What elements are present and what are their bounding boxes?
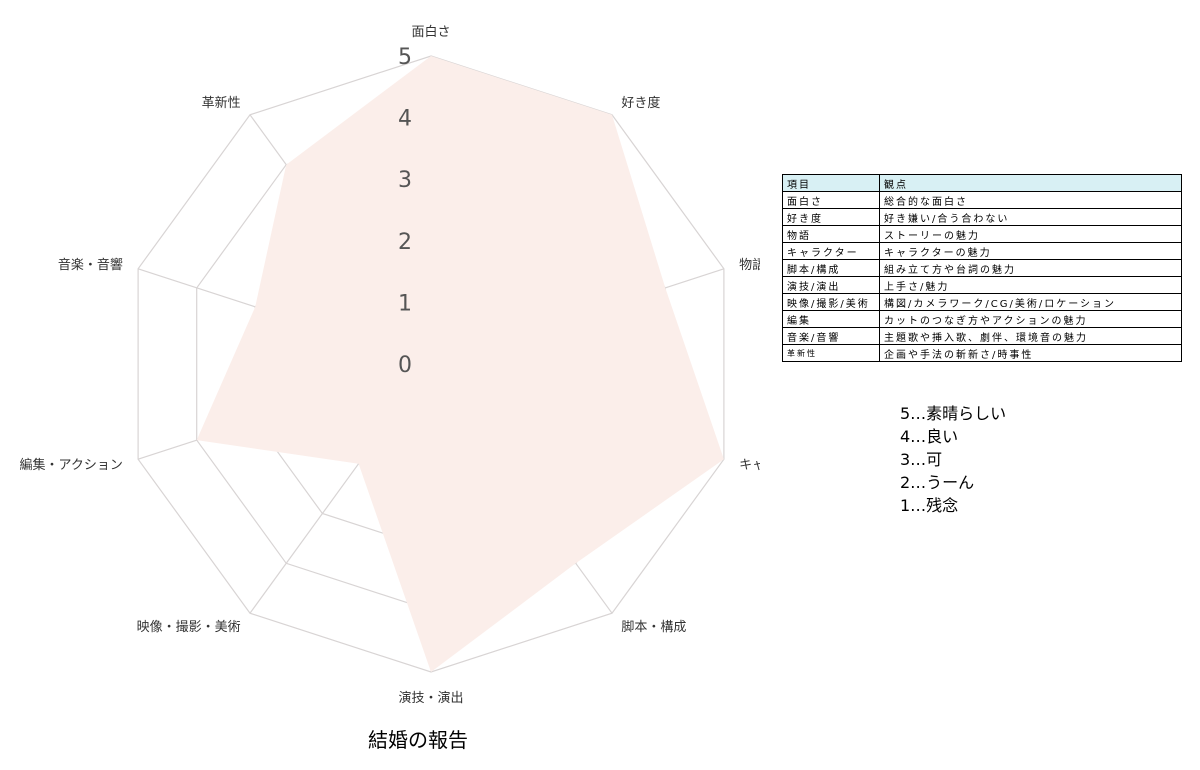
table-row: 音楽/音響主題歌や挿入歌、劇伴、環境音の魅力 bbox=[782, 327, 1182, 345]
table-row: 面白さ総合的な面白さ bbox=[782, 191, 1182, 209]
tick-label: 4 bbox=[398, 107, 412, 132]
scale-legend-item: 2…うーん bbox=[900, 473, 975, 492]
criteria-header-item: 項目 bbox=[782, 174, 880, 192]
tick-label: 1 bbox=[398, 291, 412, 316]
table-row: 物語ストーリーの魅力 bbox=[782, 225, 1182, 243]
criteria-item: 好き度 bbox=[782, 208, 880, 226]
criteria-item: 革新性 bbox=[782, 344, 880, 362]
axis-label: 好き度 bbox=[621, 95, 660, 111]
criteria-item: 脚本/構成 bbox=[782, 259, 880, 277]
criteria-item: 音楽/音響 bbox=[782, 327, 880, 345]
table-row: 演技/演出上手さ/魅力 bbox=[782, 276, 1182, 294]
radar-data bbox=[196, 56, 724, 672]
scale-legend-item: 1…残念 bbox=[900, 496, 959, 515]
criteria-header-viewpoint: 観点 bbox=[879, 174, 1182, 192]
criteria-viewpoint: ストーリーの魅力 bbox=[879, 225, 1182, 243]
scale-legend-item: 5…素晴らしい bbox=[900, 404, 1007, 423]
axis-label: 音楽・音響 bbox=[58, 257, 123, 273]
criteria-table: 項目 観点 面白さ総合的な面白さ 好き度好き嫌い/合う合わない 物語ストーリーの… bbox=[782, 174, 1182, 362]
scale-legend-item: 4…良い bbox=[900, 427, 959, 446]
criteria-viewpoint: 好き嫌い/合う合わない bbox=[879, 208, 1182, 226]
tick-label: 5 bbox=[398, 45, 412, 70]
criteria-viewpoint: 構図/カメラワーク/CG/美術/ロケーション bbox=[879, 293, 1182, 311]
chart-title: 結婚の報告 bbox=[368, 728, 468, 752]
table-row: 映像/撮影/美術構図/カメラワーク/CG/美術/ロケーション bbox=[782, 293, 1182, 311]
data-area bbox=[196, 56, 724, 672]
axis-label: 編集・アクション bbox=[20, 457, 123, 473]
criteria-viewpoint: 組み立て方や台詞の魅力 bbox=[879, 259, 1182, 277]
criteria-item: 面白さ bbox=[782, 191, 880, 209]
tick-label: 2 bbox=[398, 230, 412, 255]
criteria-viewpoint: 主題歌や挿入歌、劇伴、環境音の魅力 bbox=[879, 327, 1182, 345]
table-row: 脚本/構成組み立て方や台詞の魅力 bbox=[782, 259, 1182, 277]
table-row: キャラクターキャラクターの魅力 bbox=[782, 242, 1182, 260]
criteria-item: キャラクター bbox=[782, 242, 880, 260]
axis-label: 演技・演出 bbox=[398, 690, 463, 706]
criteria-header-row: 項目 観点 bbox=[782, 174, 1182, 192]
axis-label: 映像・撮影・美術 bbox=[137, 619, 241, 635]
criteria-item: 編集 bbox=[782, 310, 880, 328]
tick-label: 3 bbox=[398, 168, 412, 193]
criteria-viewpoint: 企画や手法の斬新さ/時事性 bbox=[879, 344, 1182, 362]
radar-ticks: 0 1 2 3 4 5 bbox=[398, 45, 412, 378]
axis-label: 面白さ bbox=[411, 24, 450, 40]
scale-legend: 5…素晴らしい 4…良い 3…可 2…うーん 1…残念 bbox=[900, 402, 1006, 517]
criteria-item: 物語 bbox=[782, 225, 880, 243]
criteria-viewpoint: キャラクターの魅力 bbox=[879, 242, 1182, 260]
axis-label: 物語 bbox=[739, 257, 760, 273]
criteria-viewpoint: 総合的な面白さ bbox=[879, 191, 1182, 209]
axis-label: キャラクター bbox=[739, 458, 760, 473]
table-row: 編集カットのつなぎ方やアクションの魅力 bbox=[782, 310, 1182, 328]
table-row: 革新性企画や手法の斬新さ/時事性 bbox=[782, 344, 1182, 362]
axis-label: 脚本・構成 bbox=[621, 619, 686, 635]
axis-label: 革新性 bbox=[202, 95, 241, 111]
criteria-item: 映像/撮影/美術 bbox=[782, 293, 880, 311]
criteria-item: 演技/演出 bbox=[782, 276, 880, 294]
scale-legend-item: 3…可 bbox=[900, 450, 943, 469]
tick-label: 0 bbox=[398, 353, 412, 378]
table-row: 好き度好き嫌い/合う合わない bbox=[782, 208, 1182, 226]
criteria-viewpoint: 上手さ/魅力 bbox=[879, 276, 1182, 294]
criteria-viewpoint: カットのつなぎ方やアクションの魅力 bbox=[879, 310, 1182, 328]
